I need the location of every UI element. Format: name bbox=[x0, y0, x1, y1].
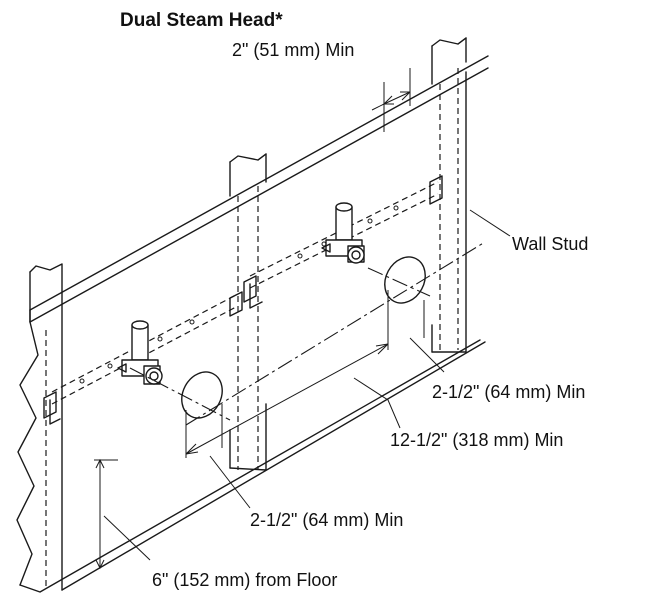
right-stud bbox=[431, 37, 467, 353]
dimension-stud-spacing: 2" (51 mm) Min bbox=[232, 40, 411, 132]
label-offset-right: 2-1/2" (64 mm) Min bbox=[432, 382, 585, 402]
left-steam-valve-icon bbox=[117, 320, 163, 385]
label-floor-height: 6" (152 mm) from Floor bbox=[152, 570, 337, 590]
left-steam-head-hole bbox=[129, 367, 231, 458]
floor-line bbox=[19, 339, 486, 593]
leader-lines bbox=[103, 209, 511, 561]
left-stud bbox=[16, 263, 63, 591]
right-steam-head-hole bbox=[367, 256, 431, 350]
head-centerline bbox=[185, 241, 486, 426]
right-steam-valve-icon bbox=[321, 202, 365, 264]
middle-stud bbox=[229, 153, 267, 471]
label-stud-spacing: 2" (51 mm) Min bbox=[232, 40, 354, 60]
dimension-floor-height bbox=[94, 458, 118, 570]
dimension-head-spacing bbox=[185, 343, 389, 455]
diagram-title: Dual Steam Head* bbox=[120, 10, 283, 31]
label-offset-left: 2-1/2" (64 mm) Min bbox=[250, 510, 403, 530]
label-head-spacing: 12-1/2" (318 mm) Min bbox=[390, 430, 563, 450]
label-wall-stud: Wall Stud bbox=[512, 234, 588, 254]
